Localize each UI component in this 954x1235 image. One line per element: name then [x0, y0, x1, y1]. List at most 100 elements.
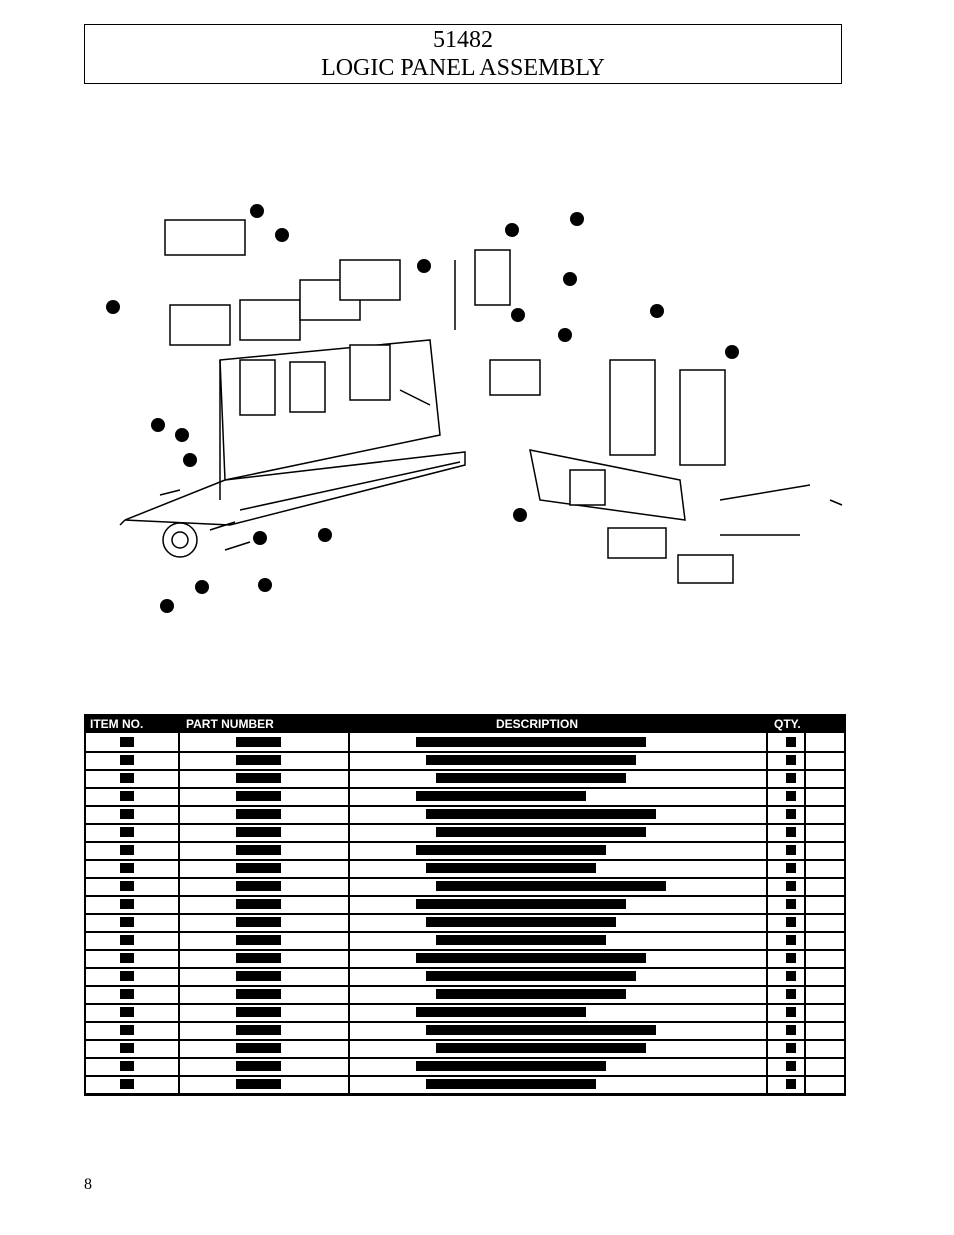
illegible-cell-text [236, 989, 281, 999]
table-row-divider [86, 931, 844, 933]
table-row-divider [86, 787, 844, 789]
regulator [489, 359, 541, 396]
table-row-divider [86, 949, 844, 951]
illegible-cell-text [786, 1043, 796, 1053]
manifold-top-left [164, 219, 246, 256]
illegible-cell-text [236, 845, 281, 855]
illegible-cell-text [426, 755, 636, 765]
table-row-divider [86, 823, 844, 825]
illegible-cell-text [786, 1007, 796, 1017]
callout-19 [725, 345, 739, 359]
illegible-cell-text [786, 737, 796, 747]
illegible-cell-text [786, 827, 796, 837]
illegible-cell-text [236, 899, 281, 909]
illegible-cell-text [786, 971, 796, 981]
callout-13 [275, 228, 289, 242]
illegible-cell-text [120, 1007, 134, 1017]
illegible-cell-text [236, 1025, 281, 1035]
panel-base [124, 451, 466, 526]
illegible-cell-text [236, 971, 281, 981]
illegible-cell-text [436, 881, 666, 891]
illegible-cell-text [416, 953, 646, 963]
illegible-cell-text [120, 791, 134, 801]
illegible-cell-text [786, 845, 796, 855]
illegible-cell-text [120, 1079, 134, 1089]
callout-1 [318, 528, 332, 542]
table-row-divider [86, 913, 844, 915]
callout-16 [511, 308, 525, 322]
callout-14 [417, 259, 431, 273]
table-row-divider [86, 805, 844, 807]
header-part-number: PART NUMBER [186, 717, 274, 731]
illegible-cell-text [236, 791, 281, 801]
table-row-divider [86, 877, 844, 879]
exploded-view-diagram [106, 204, 843, 613]
illegible-cell-text [236, 1007, 281, 1017]
illegible-cell-text [786, 1079, 796, 1089]
illegible-cell-text [786, 773, 796, 783]
callout-3 [160, 599, 174, 613]
callout-11 [106, 300, 120, 314]
header-description: DESCRIPTION [496, 717, 579, 731]
callout-15 [570, 212, 584, 226]
table-row-divider [86, 841, 844, 843]
relay-1 [609, 359, 656, 456]
table-row-divider [86, 895, 844, 897]
parts-list-table: ITEM NO. PART NUMBER DESCRIPTION QTY. [84, 714, 846, 1096]
callout-6 [183, 453, 197, 467]
table-row-divider [86, 1039, 844, 1041]
relay-2 [679, 369, 726, 466]
illegible-cell-text [120, 809, 134, 819]
illegible-cell-text [436, 1043, 646, 1053]
table-row-divider [86, 967, 844, 969]
table-header: ITEM NO. PART NUMBER DESCRIPTION QTY. [86, 716, 844, 733]
callout-10 [505, 223, 519, 237]
manifold-mid-1 [169, 304, 231, 346]
column-divider [766, 716, 768, 1094]
title-box: 51482 LOGIC PANEL ASSEMBLY [84, 24, 842, 84]
illegible-cell-text [120, 917, 134, 927]
illegible-cell-text [120, 1043, 134, 1053]
column-divider [178, 716, 180, 1094]
valve-block-a [239, 359, 276, 416]
valve-block-c [349, 344, 391, 401]
callout-4 [258, 578, 272, 592]
illegible-cell-text [786, 899, 796, 909]
illegible-cell-text [120, 737, 134, 747]
illegible-cell-text [236, 863, 281, 873]
illegible-cell-text [120, 899, 134, 909]
illegible-cell-text [786, 863, 796, 873]
assembly-title: LOGIC PANEL ASSEMBLY [321, 55, 605, 81]
illegible-cell-text [786, 953, 796, 963]
callout-20 [513, 508, 527, 522]
illegible-cell-text [416, 737, 646, 747]
illegible-cell-text [236, 1079, 281, 1089]
gauge-block [569, 469, 606, 506]
part-number-title: 51482 [433, 27, 493, 53]
illegible-cell-text [236, 1043, 281, 1053]
illegible-cell-text [120, 989, 134, 999]
illegible-cell-text [236, 773, 281, 783]
illegible-cell-text [416, 1061, 606, 1071]
header-qty: QTY. [774, 717, 801, 731]
illegible-cell-text [786, 791, 796, 801]
table-row-divider [86, 1057, 844, 1059]
terminal-block-1 [607, 527, 667, 559]
illegible-cell-text [236, 917, 281, 927]
illegible-cell-text [416, 899, 626, 909]
valve-block-b [289, 361, 326, 413]
illegible-cell-text [120, 1025, 134, 1035]
illegible-cell-text [436, 773, 626, 783]
illegible-cell-text [436, 989, 626, 999]
illegible-cell-text [416, 791, 586, 801]
illegible-cell-text [786, 1061, 796, 1071]
illegible-cell-text [786, 1025, 796, 1035]
illegible-cell-text [120, 827, 134, 837]
illegible-cell-text [120, 971, 134, 981]
table-row-divider [86, 1075, 844, 1077]
callout-8 [175, 428, 189, 442]
terminal-block-2 [677, 554, 734, 584]
callout-5 [253, 531, 267, 545]
illegible-cell-text [120, 1061, 134, 1071]
illegible-cell-text [120, 773, 134, 783]
